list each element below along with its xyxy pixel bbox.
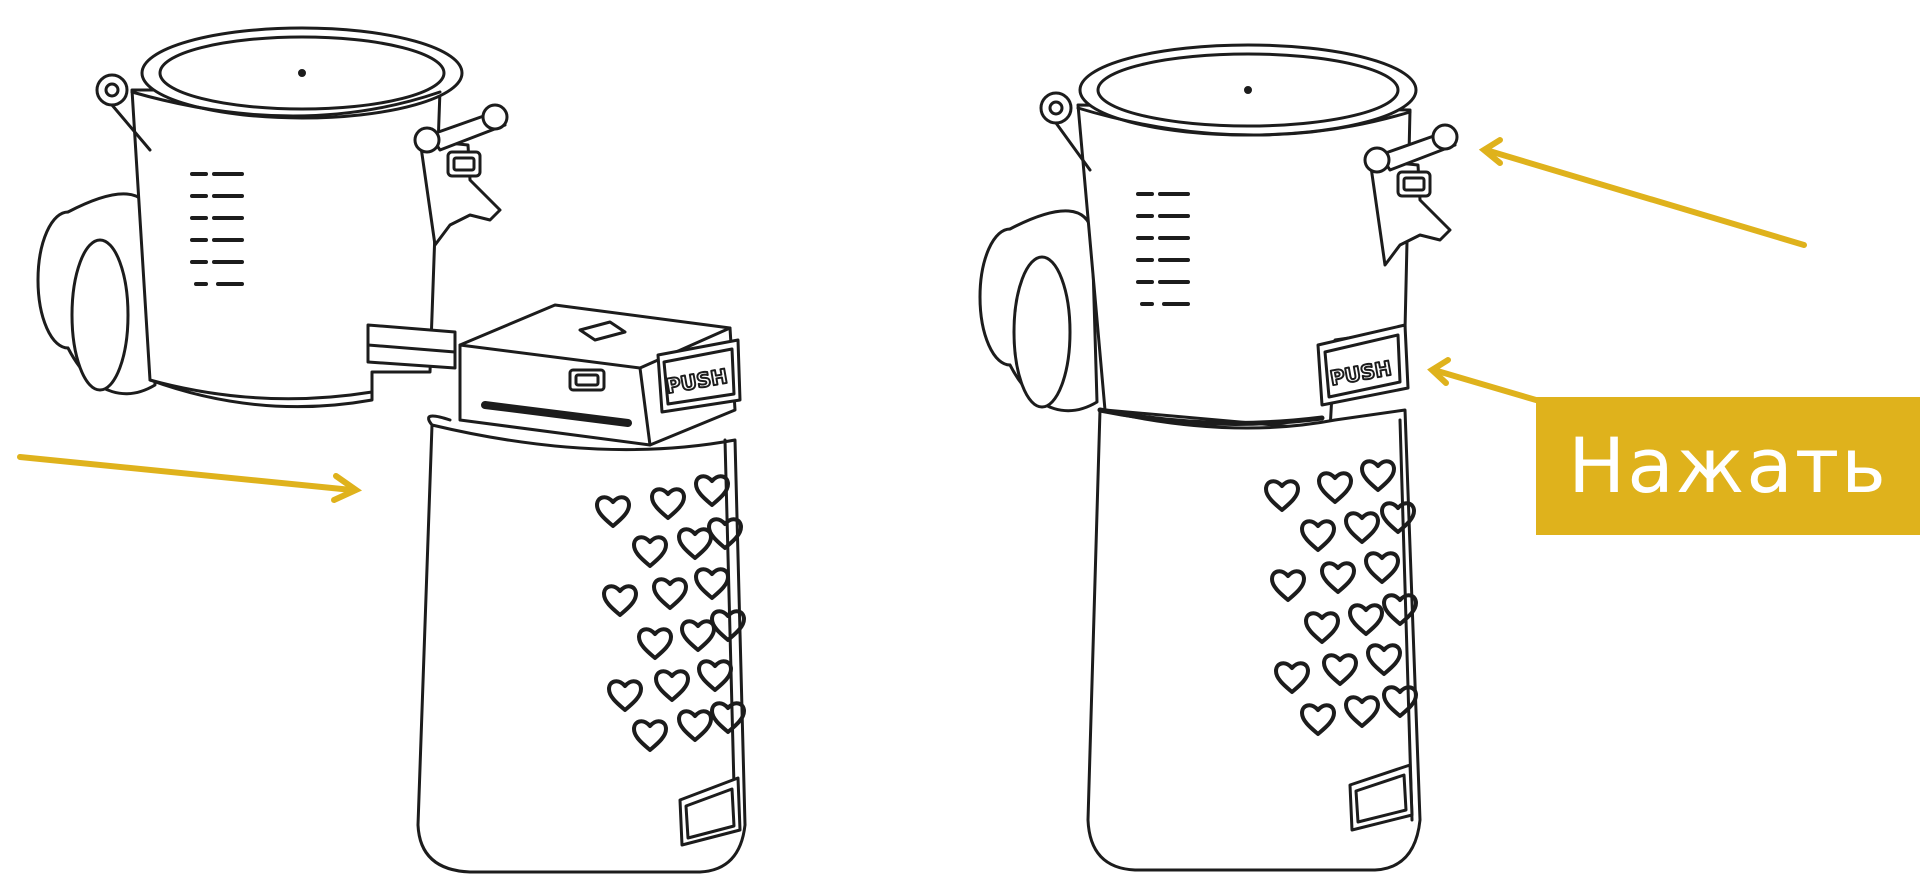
scale-marks-left: [190, 172, 244, 286]
mouthpiece-left: [36, 192, 157, 396]
push-button-right: PUSH: [1316, 323, 1410, 407]
base-body-left: [416, 414, 747, 874]
left-arrow-icon: [1478, 137, 1807, 248]
press-label-box: Нажать: [1536, 397, 1920, 535]
push-button-left: PUSH: [656, 338, 742, 414]
base-cap-left: PUSH: [458, 303, 742, 447]
base-body-right: [1086, 407, 1422, 872]
medicine-cup-left: [95, 26, 509, 409]
scale-marks-right: [1136, 192, 1190, 306]
device-left: PUSH: [36, 26, 747, 874]
mouthpiece-right: [978, 209, 1099, 413]
press-label: Нажать: [1568, 421, 1888, 510]
right-arrow-icon: [17, 454, 363, 503]
device-right: PUSH: [978, 43, 1459, 872]
connector-rail-left: [366, 323, 457, 370]
left-arrow-icon: [1427, 357, 1539, 403]
